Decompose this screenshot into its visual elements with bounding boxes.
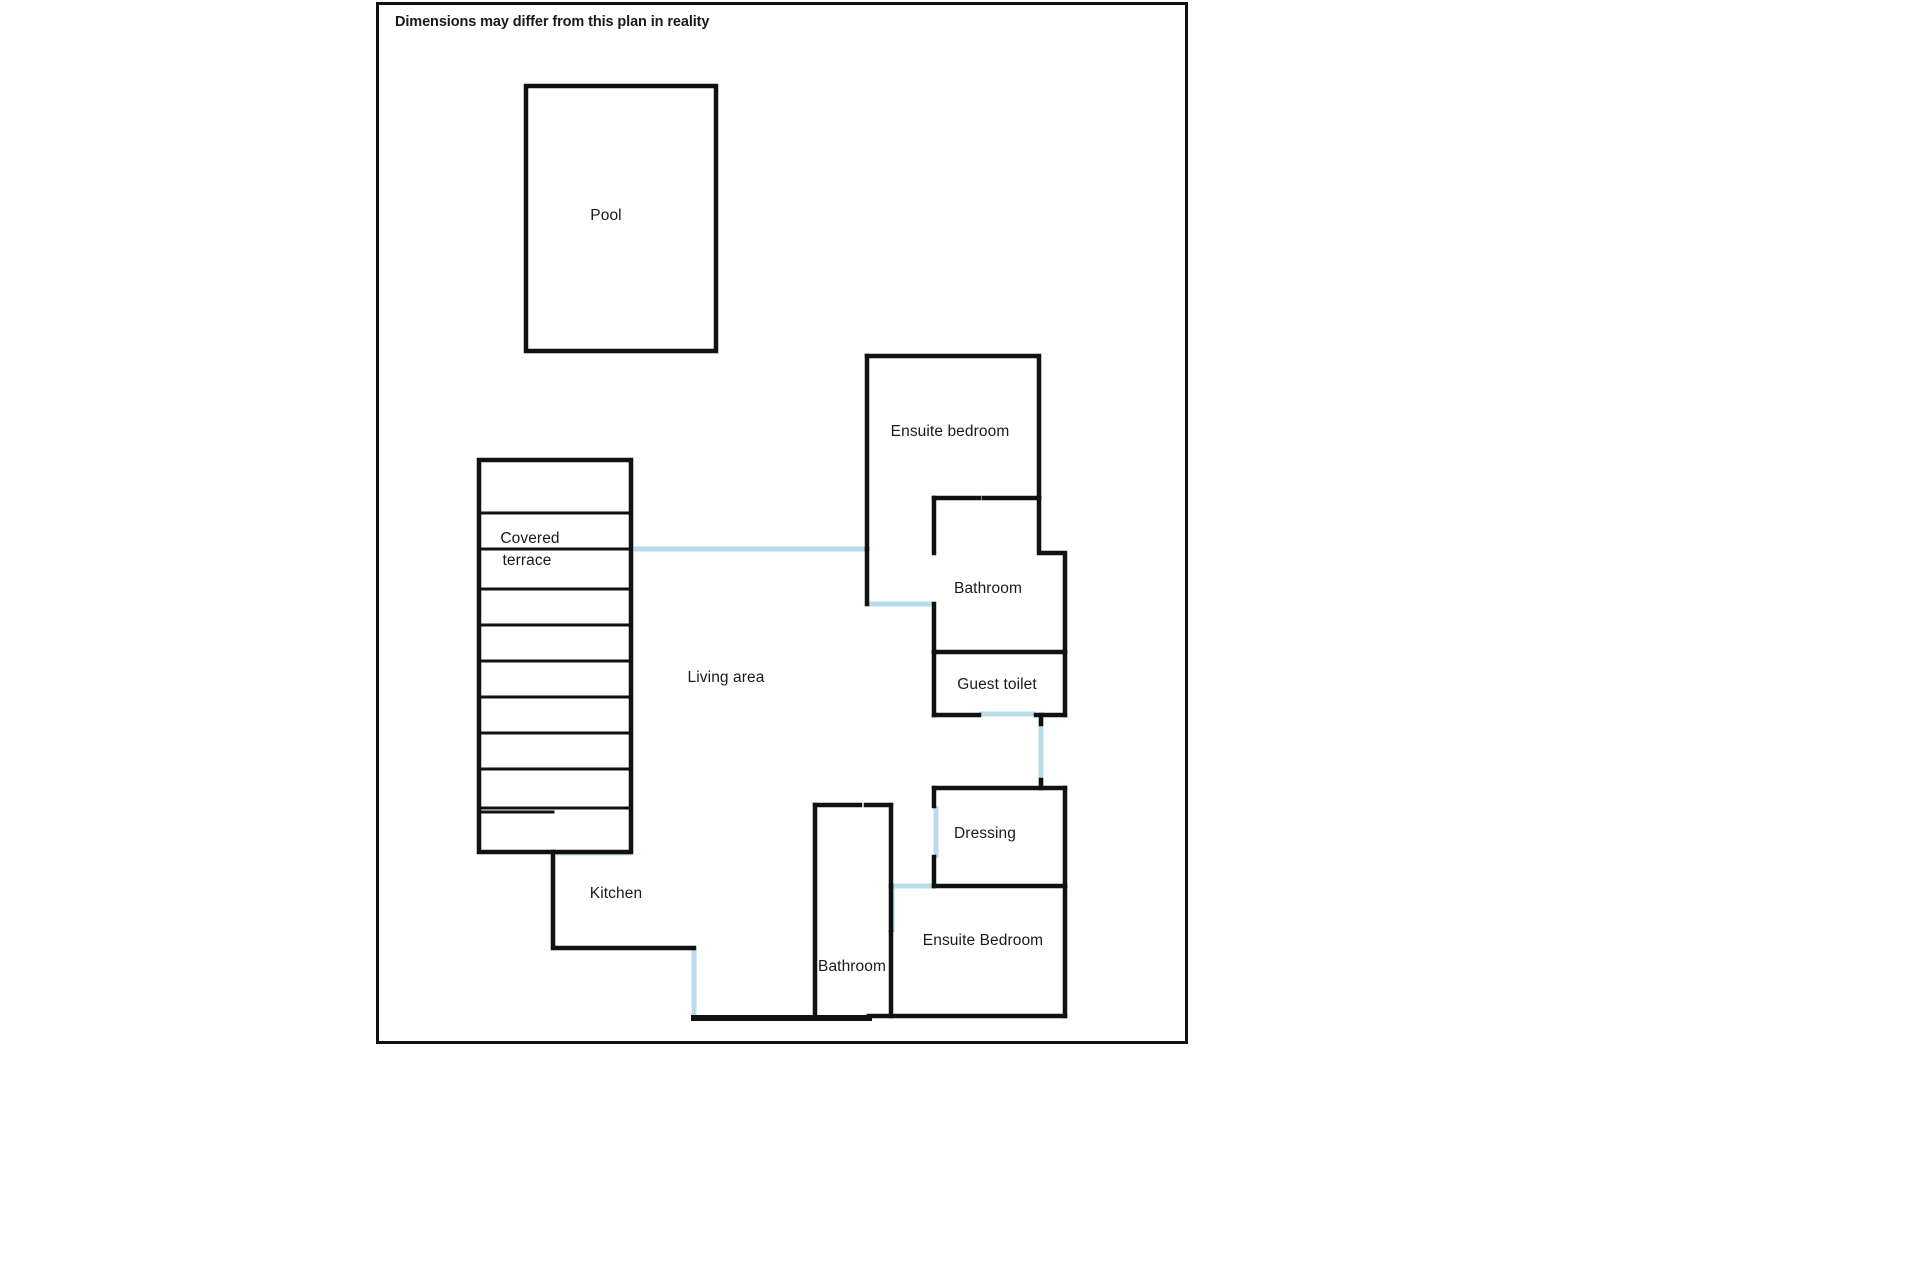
room-label-dressing: Dressing <box>954 825 1016 842</box>
room-label-bathroom-upper: Bathroom <box>954 580 1022 597</box>
plan-disclaimer-note: Dimensions may differ from this plan in … <box>395 14 710 30</box>
room-label-living-area: Living area <box>687 669 765 686</box>
room-label-kitchen: Kitchen <box>589 885 643 902</box>
room-label-ensuite-bedroom-upper: Ensuite bedroom <box>890 423 1010 440</box>
plan-sheet <box>376 2 1188 1044</box>
room-label-ensuite-bedroom-lower: Ensuite Bedroom <box>922 932 1044 949</box>
room-label-guest-toilet: Guest toilet <box>957 676 1037 693</box>
room-label-covered-terrace-line2: terrace <box>502 552 552 569</box>
room-label-pool: Pool <box>590 207 622 224</box>
room-label-covered-terrace-line1: Covered <box>500 530 560 547</box>
room-label-bathroom-lower: Bathroom <box>818 958 886 975</box>
